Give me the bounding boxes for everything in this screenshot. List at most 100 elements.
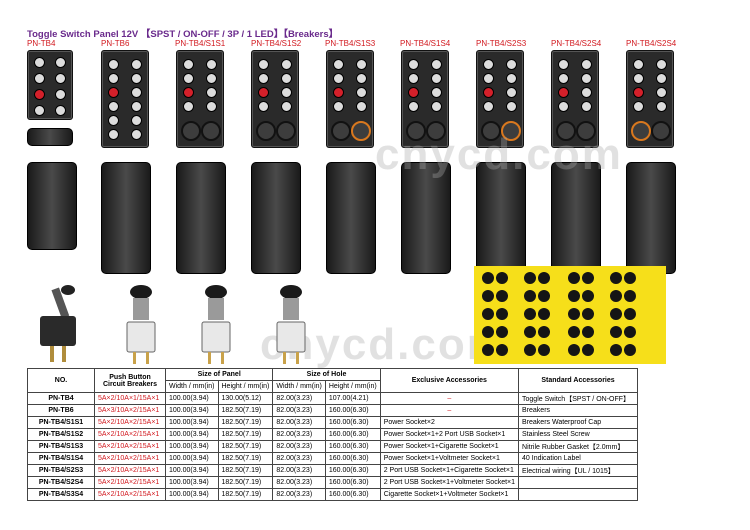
cell-breakers: 5A×3/10A×2/15A×1 [94, 404, 166, 417]
col-header-breakers: Push Button Circuit Breakers [94, 368, 166, 393]
model-label: PN-TB4/S1S3 [325, 39, 376, 48]
cell-panel-height: 130.00(5.12) [217, 392, 274, 405]
cell-no: PN-TB4 [27, 392, 95, 405]
cell-exclusive: Power Socket×1+Cigarette Socket×1 [379, 440, 520, 453]
panel-front-image [176, 50, 224, 148]
spec-table: NO. Push Button Circuit Breakers Size of… [27, 368, 639, 501]
cell-hole-height: 160.00(6.30) [324, 476, 381, 489]
table-row: PN-TB4/S1S2 5A×2/10A×2/15A×1 100.00(3.94… [27, 428, 639, 441]
model-label: PN-TB4 [27, 39, 56, 48]
cell-hole-height: 160.00(6.30) [324, 488, 381, 501]
panel-front-image [251, 50, 299, 148]
panel-angled-image [251, 162, 301, 274]
cell-hole-width: 82.00(3.23) [272, 452, 326, 465]
col-header-size-of-hole: Size of Hole [272, 368, 381, 381]
cell-panel-height: 182.50(7.19) [217, 464, 274, 477]
table-row: PN-TB4/S1S4 5A×2/10A×2/15A×1 100.00(3.94… [27, 452, 639, 465]
col-header-hole-width: Width / mm(in) [272, 380, 326, 393]
cell-hole-height: 160.00(6.30) [324, 404, 381, 417]
panel-angled-image [401, 162, 451, 274]
cell-standard: Nitrile Rubber Gasket【2.0mm】 [518, 440, 639, 453]
cell-hole-width: 82.00(3.23) [272, 404, 326, 417]
cell-breakers: 5A×2/10A×2/15A×1 [94, 428, 166, 441]
table-row: PN-TB4/S2S4 5A×2/10A×2/15A×1 100.00(3.94… [27, 476, 639, 489]
cell-exclusive: Power Socket×1+Voltmeter Socket×1 [379, 452, 520, 465]
cell-no: PN-TB6 [27, 404, 95, 417]
panel-angled-image [476, 162, 526, 274]
cell-panel-width: 100.00(3.94) [165, 476, 219, 489]
model-label: PN-TB4/S1S2 [251, 39, 302, 48]
cell-no: PN-TB4/S1S3 [27, 440, 95, 453]
cell-breakers: 5A×2/10A×2/15A×1 [94, 476, 166, 489]
cell-breakers: 5A×2/10A×2/15A×1 [94, 488, 166, 501]
cell-standard: Breakers Waterproof Cap [518, 416, 639, 429]
cell-standard: Toggle Switch【SPST / ON-OFF】 [518, 392, 639, 405]
toggle-switch-image [36, 282, 80, 366]
breaker-image [121, 282, 161, 366]
cell-hole-height: 160.00(6.30) [324, 428, 381, 441]
table-row: PN-TB4/S1S3 5A×2/10A×2/15A×1 100.00(3.94… [27, 440, 639, 453]
cell-panel-width: 100.00(3.94) [165, 440, 219, 453]
panel-front-image [401, 50, 449, 148]
cell-panel-height: 182.50(7.19) [217, 488, 274, 501]
panel-front-image [626, 50, 674, 148]
cell-exclusive: Power Socket×1+2 Port USB Socket×1 [379, 428, 520, 441]
cell-no: PN-TB4/S2S4 [27, 476, 95, 489]
table-row: PN-TB4/S3S4 5A×2/10A×2/15A×1 100.00(3.94… [27, 488, 639, 501]
cell-hole-width: 82.00(3.23) [272, 488, 326, 501]
cell-exclusive: 2 Port USB Socket×1+Cigarette Socket×1 [379, 464, 520, 477]
panel-front-image [326, 50, 374, 148]
cell-hole-height: 107.00(4.21) [324, 392, 381, 405]
cell-panel-width: 100.00(3.94) [165, 452, 219, 465]
panel-front-image [101, 50, 149, 148]
panel-angled-image [626, 162, 676, 274]
wiring-side-image [27, 128, 73, 146]
cell-hole-height: 160.00(6.30) [324, 440, 381, 453]
panel-angled-image [176, 162, 226, 274]
cell-standard: Stainless Steel Screw [518, 428, 639, 441]
col-header-panel-height: Height / mm(in) [217, 380, 274, 393]
table-row: PN-TB4/S1S1 5A×2/10A×2/15A×1 100.00(3.94… [27, 416, 639, 429]
table-row: PN-TB6 5A×3/10A×2/15A×1 100.00(3.94) 182… [27, 404, 639, 417]
cell-exclusive: 2 Port USB Socket×1+Voltmeter Socket×1 [379, 476, 520, 489]
cell-breakers: 5A×2/10A×2/15A×1 [94, 416, 166, 429]
cell-standard: Electrical wiring【UL / 1015】 [518, 464, 639, 477]
panel-front-image [27, 50, 73, 120]
cell-no: PN-TB4/S1S2 [27, 428, 95, 441]
cell-panel-height: 182.50(7.19) [217, 416, 274, 429]
watermark: cnycd.com [375, 130, 623, 179]
cell-hole-width: 82.00(3.23) [272, 392, 326, 405]
col-header-size-of-panel: Size of Panel [164, 368, 274, 381]
cell-hole-width: 82.00(3.23) [272, 416, 326, 429]
cell-exclusive: Power Socket×2 [379, 416, 520, 429]
cell-breakers: 5A×2/10A×1/15A×1 [94, 392, 166, 405]
cell-standard: 40 Indication Label [518, 452, 639, 465]
cell-no: PN-TB4/S1S4 [27, 452, 95, 465]
cell-standard: Breakers [518, 404, 639, 417]
cell-hole-width: 82.00(3.23) [272, 428, 326, 441]
model-label: PN-TB4/S2S3 [476, 39, 527, 48]
cell-panel-width: 100.00(3.94) [165, 428, 219, 441]
cell-hole-width: 82.00(3.23) [272, 440, 326, 453]
cell-exclusive: – [379, 392, 520, 405]
cell-panel-height: 182.50(7.19) [217, 404, 274, 417]
cell-breakers: 5A×2/10A×2/15A×1 [94, 464, 166, 477]
breaker-image [196, 282, 236, 366]
cell-hole-height: 160.00(6.30) [324, 416, 381, 429]
col-header-circuit-breakers: Circuit Breakers [102, 380, 158, 388]
cell-no: PN-TB4/S3S4 [27, 488, 95, 501]
cell-breakers: 5A×2/10A×2/15A×1 [94, 440, 166, 453]
model-label: PN-TB6 [101, 39, 130, 48]
cell-panel-width: 100.00(3.94) [165, 488, 219, 501]
cell-standard [518, 488, 639, 501]
panel-angled-image [101, 162, 151, 274]
col-header-push-button: Push Button [109, 373, 151, 381]
col-header-standard: Standard Accessories [518, 368, 639, 393]
cell-panel-width: 100.00(3.94) [165, 404, 219, 417]
panel-front-image [476, 50, 524, 148]
cell-exclusive: Cigarette Socket×1+Voltmeter Socket×1 [379, 488, 520, 501]
panel-angled-image [326, 162, 376, 274]
col-header-no: NO. [27, 368, 95, 393]
cell-hole-width: 82.00(3.23) [272, 476, 326, 489]
panel-angled-image [27, 162, 77, 250]
